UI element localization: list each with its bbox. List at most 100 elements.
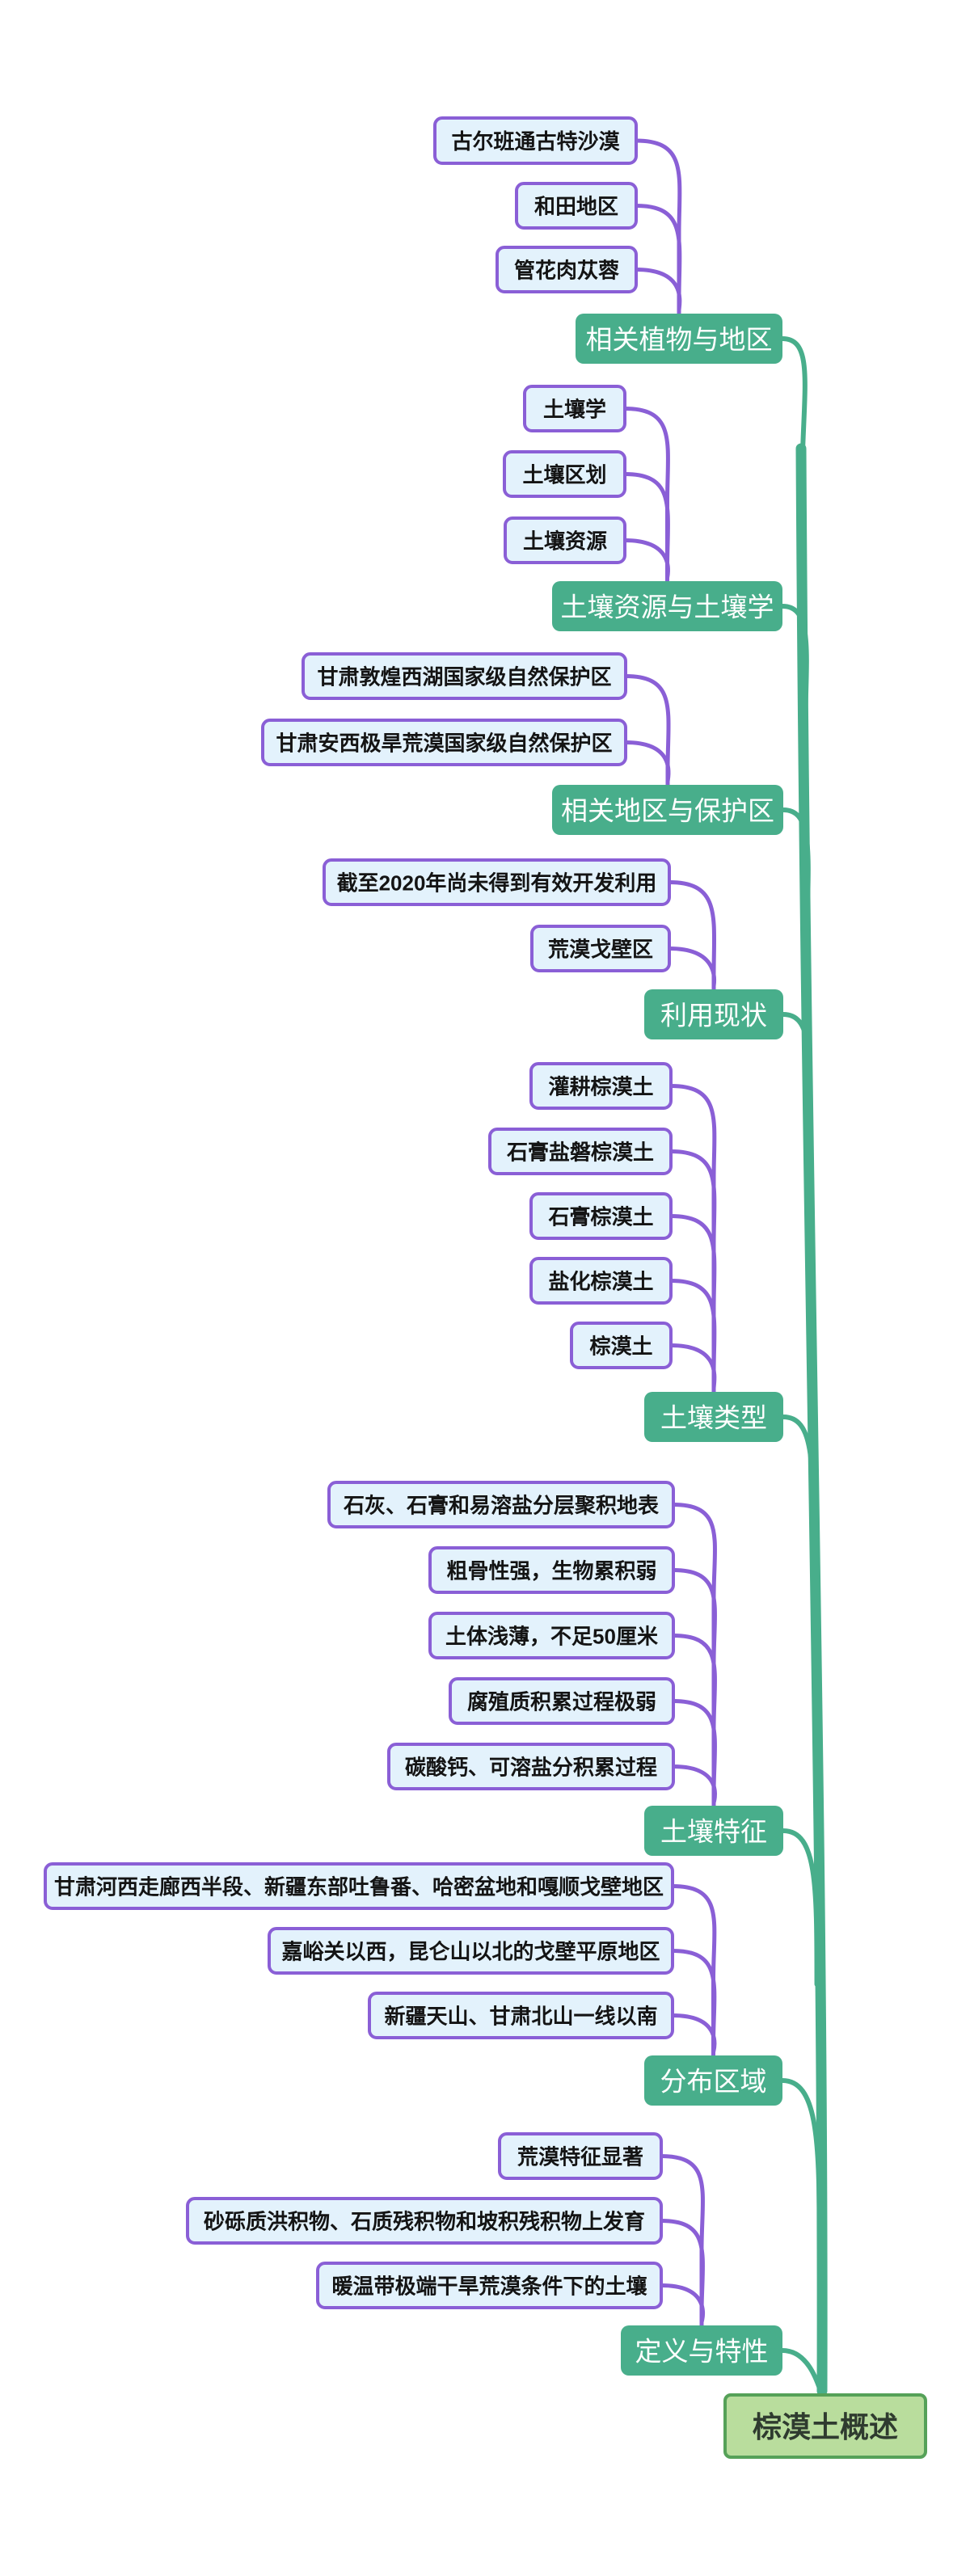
branch-node-label: 分布区域 <box>660 2067 767 2097</box>
leaf-connector <box>668 1214 717 1394</box>
leaf-connector <box>622 538 670 584</box>
branch-node-box <box>644 1392 783 1442</box>
leaf-node-box <box>529 1192 673 1240</box>
leaf-connector <box>671 1503 717 1808</box>
leaf-node-box <box>268 1927 674 1975</box>
leaf-node[interactable]: 荒漠特征显著 <box>498 2132 663 2180</box>
leaf-node[interactable]: 甘肃敦煌西湖国家级自然保护区 <box>302 652 627 700</box>
leaf-node-label: 土壤学 <box>543 398 606 422</box>
leaf-connector <box>670 1949 717 2058</box>
leaf-node[interactable]: 砂砾质洪积物、石质残积物和坡积残积物上发育 <box>186 2197 663 2245</box>
leaf-node[interactable]: 石膏棕漠土 <box>529 1192 673 1240</box>
leaf-node[interactable]: 新疆天山、甘肃北山一线以南 <box>368 1992 674 2039</box>
leaf-node[interactable]: 粗骨性强，生物累积弱 <box>428 1546 675 1594</box>
leaf-connector <box>671 1699 717 1808</box>
leaf-node-label: 腐殖质积累过程极弱 <box>467 1690 656 1714</box>
leaf-node[interactable]: 石膏盐磐棕漠土 <box>488 1128 673 1175</box>
leaf-node-label: 石灰、石膏和易溶盐分层聚积地表 <box>343 1494 660 1518</box>
leaf-node-box <box>570 1322 673 1369</box>
trunk <box>795 443 828 2397</box>
leaf-node[interactable]: 土壤区划 <box>503 450 626 498</box>
branch-node[interactable]: 利用现状 <box>644 989 783 1039</box>
leaf-node-label: 荒漠戈壁区 <box>548 938 653 962</box>
leaf-node-label: 截至2020年尚未得到有效开发利用 <box>337 871 657 896</box>
leaf-node-box <box>515 182 638 230</box>
leaf-node-box <box>530 925 671 972</box>
leaf-node[interactable]: 土壤资源 <box>504 516 626 564</box>
leaf-connector <box>668 1084 717 1394</box>
leaf-node[interactable]: 暖温带极端干旱荒漠条件下的土壤 <box>316 2262 663 2309</box>
leaf-node-label: 甘肃河西走廊西半段、新疆东部吐鲁番、哈密盆地和嘎顺戈壁地区 <box>54 1875 664 1899</box>
branch-node-box <box>576 314 782 364</box>
leaf-connector <box>671 1764 717 1808</box>
leaf-connector <box>622 407 670 584</box>
leaf-node-label: 暖温带极端干旱荒漠条件下的土壤 <box>331 2275 647 2299</box>
root-node[interactable]: 棕漠土概述 <box>723 2393 927 2459</box>
leaf-connector <box>659 2154 705 2328</box>
leaf-node[interactable]: 石灰、石膏和易溶盐分层聚积地表 <box>327 1481 675 1528</box>
branch-node[interactable]: 土壤特征 <box>644 1806 783 1856</box>
leaf-node-label: 古尔班通古特沙漠 <box>451 129 620 154</box>
leaf-node-label: 棕漠土 <box>589 1334 652 1359</box>
leaf-node[interactable]: 腐殖质积累过程极弱 <box>449 1677 675 1725</box>
leaf-node[interactable]: 甘肃安西极旱荒漠国家级自然保护区 <box>261 719 627 766</box>
leaf-node-label: 盐化棕漠土 <box>548 1270 653 1294</box>
leaf-node[interactable]: 荒漠戈壁区 <box>530 925 671 972</box>
branch-node[interactable]: 相关地区与保护区 <box>552 785 783 835</box>
leaf-node-box <box>428 1612 675 1659</box>
leaf-node-box <box>529 1062 673 1110</box>
leaf-node-label: 新疆天山、甘肃北山一线以南 <box>384 2005 657 2029</box>
root-node-box <box>723 2393 927 2459</box>
leaf-node[interactable]: 甘肃河西走廊西半段、新疆东部吐鲁番、哈密盆地和嘎顺戈壁地区 <box>44 1862 674 1910</box>
leaf-node[interactable]: 古尔班通古特沙漠 <box>433 116 638 165</box>
leaf-node-box <box>261 719 627 766</box>
leaf-node[interactable]: 碳酸钙、可溶盐分积累过程 <box>387 1743 675 1790</box>
leaf-node-box <box>433 116 638 165</box>
leaf-node[interactable]: 土体浅薄，不足50厘米 <box>428 1612 675 1659</box>
leaf-node[interactable]: 截至2020年尚未得到有效开发利用 <box>323 858 671 906</box>
branch-node[interactable]: 土壤类型 <box>644 1392 783 1442</box>
leaf-node-box <box>496 246 638 293</box>
leaf-connector <box>634 268 682 316</box>
leaf-node[interactable]: 土壤学 <box>523 385 626 432</box>
leaf-connector <box>667 947 717 992</box>
leaf-node-box <box>44 1862 674 1910</box>
branch-connector <box>780 2348 824 2397</box>
leaf-connector <box>622 472 670 584</box>
leaf-node[interactable]: 管花肉苁蓉 <box>496 246 638 293</box>
branch-node[interactable]: 分布区域 <box>644 2055 782 2106</box>
leaf-connector <box>670 2013 717 2058</box>
leaf-node-box <box>504 516 626 564</box>
leaf-node[interactable]: 盐化棕漠土 <box>529 1257 673 1305</box>
leaf-node-box <box>302 652 627 700</box>
leaf-node-box <box>323 858 671 906</box>
leaf-node[interactable]: 和田地区 <box>515 182 638 230</box>
leaf-node-box <box>523 385 626 432</box>
leaf-node-box <box>387 1743 675 1790</box>
leaf-node-box <box>186 2197 663 2245</box>
leaf-node-box <box>368 1992 674 2039</box>
leaf-node[interactable]: 嘉峪关以西，昆仑山以北的戈壁平原地区 <box>268 1927 674 1975</box>
leaf-node[interactable]: 灌耕棕漠土 <box>529 1062 673 1110</box>
leaf-node-label: 甘肃安西极旱荒漠国家级自然保护区 <box>276 731 612 756</box>
leaf-connector <box>623 674 671 787</box>
leaf-node-label: 石膏棕漠土 <box>547 1205 653 1229</box>
branch-node-label: 定义与特性 <box>635 2337 769 2367</box>
branch-node-label: 利用现状 <box>660 1001 767 1031</box>
leaf-connector <box>634 204 682 316</box>
branch-node-box <box>621 2325 782 2376</box>
leaf-node-label: 土壤资源 <box>523 529 607 554</box>
leaf-node-label: 土壤区划 <box>522 463 606 487</box>
leaf-connector <box>668 1343 717 1394</box>
leaf-node[interactable]: 棕漠土 <box>570 1322 673 1369</box>
branch-node[interactable]: 定义与特性 <box>621 2325 782 2376</box>
leaf-node-label: 碳酸钙、可溶盐分积累过程 <box>405 1756 657 1780</box>
branch-node[interactable]: 土壤资源与土壤学 <box>552 581 782 631</box>
leaf-node-box <box>529 1257 673 1305</box>
branch-node[interactable]: 相关植物与地区 <box>576 314 782 364</box>
branch-node-label: 相关植物与地区 <box>586 325 773 355</box>
branch-node-box <box>644 1806 783 1856</box>
leaf-node-label: 管花肉苁蓉 <box>514 259 619 283</box>
branch-node-box <box>552 785 783 835</box>
